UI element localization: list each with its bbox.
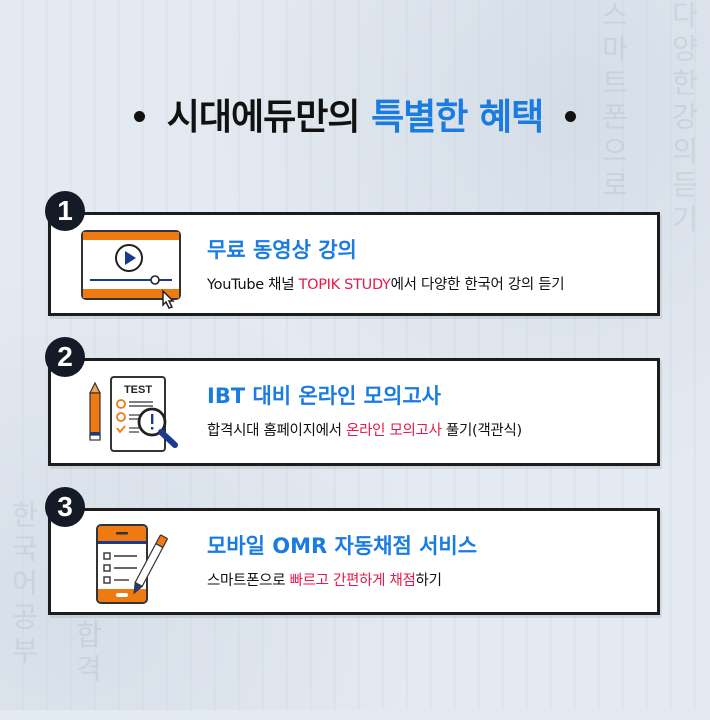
- video-player-icon: [77, 225, 187, 309]
- bullet-dot: [133, 110, 145, 122]
- number-badge: 3: [45, 487, 85, 527]
- benefit-title: 모바일 OMR 자동채점 서비스: [207, 534, 478, 558]
- title-main: 시대에듀만의: [166, 97, 361, 138]
- bullet-dot: [565, 110, 577, 122]
- desc-highlight: 온라인 모의고사: [346, 423, 442, 439]
- desc-highlight: 빠르고 간편하게 채점: [289, 573, 416, 589]
- background-decor-text: 합격: [71, 620, 104, 688]
- desc-text: 스마트폰으로: [207, 573, 290, 589]
- background-decor-text: 다양한강의듣기: [667, 0, 700, 238]
- desc-text: 에서 다양한 한국어 강의 듣기: [390, 277, 565, 293]
- benefit-card-1: 1 무료 동영상 강의 YouTube 채널 TOPIK STUDY에서 다양한…: [45, 191, 660, 316]
- benefit-description: 스마트폰으로 빠르고 간편하게 채점하기: [207, 569, 442, 590]
- desc-text: 풀기(객관식): [441, 423, 522, 439]
- svg-text:TEST: TEST: [124, 384, 152, 396]
- desc-highlight: TOPIK STUDY: [298, 277, 391, 293]
- background-decor-text: 한국어공부: [7, 500, 40, 670]
- benefit-title: 무료 동영상 강의: [207, 238, 357, 262]
- test-paper-magnifier-icon: TEST: [77, 371, 187, 455]
- desc-text: 하기: [415, 573, 442, 589]
- desc-text: YouTube 채널: [207, 277, 299, 293]
- number-badge: 1: [45, 191, 85, 231]
- mobile-omr-pen-icon: [77, 521, 187, 605]
- benefit-description: YouTube 채널 TOPIK STUDY에서 다양한 한국어 강의 듣기: [207, 273, 565, 294]
- title-accent: 특별한 혜택: [371, 97, 544, 138]
- benefit-card-3: 3 모바일 OMR 자동채점 서비스 스마트폰으로 빠르고 간편하게 채점하기: [45, 487, 660, 615]
- benefit-card-2: 2 TEST IBT 대비 온라인 모의고사 합격시대 홈페이지에서 온라인 모…: [45, 337, 660, 466]
- benefit-description: 합격시대 홈페이지에서 온라인 모의고사 풀기(객관식): [207, 419, 522, 440]
- number-badge: 2: [45, 337, 85, 377]
- benefit-title: IBT 대비 온라인 모의고사: [207, 384, 441, 408]
- page-title: 시대에듀만의 특별한 혜택: [0, 88, 710, 140]
- desc-text: 합격시대 홈페이지에서: [207, 423, 347, 439]
